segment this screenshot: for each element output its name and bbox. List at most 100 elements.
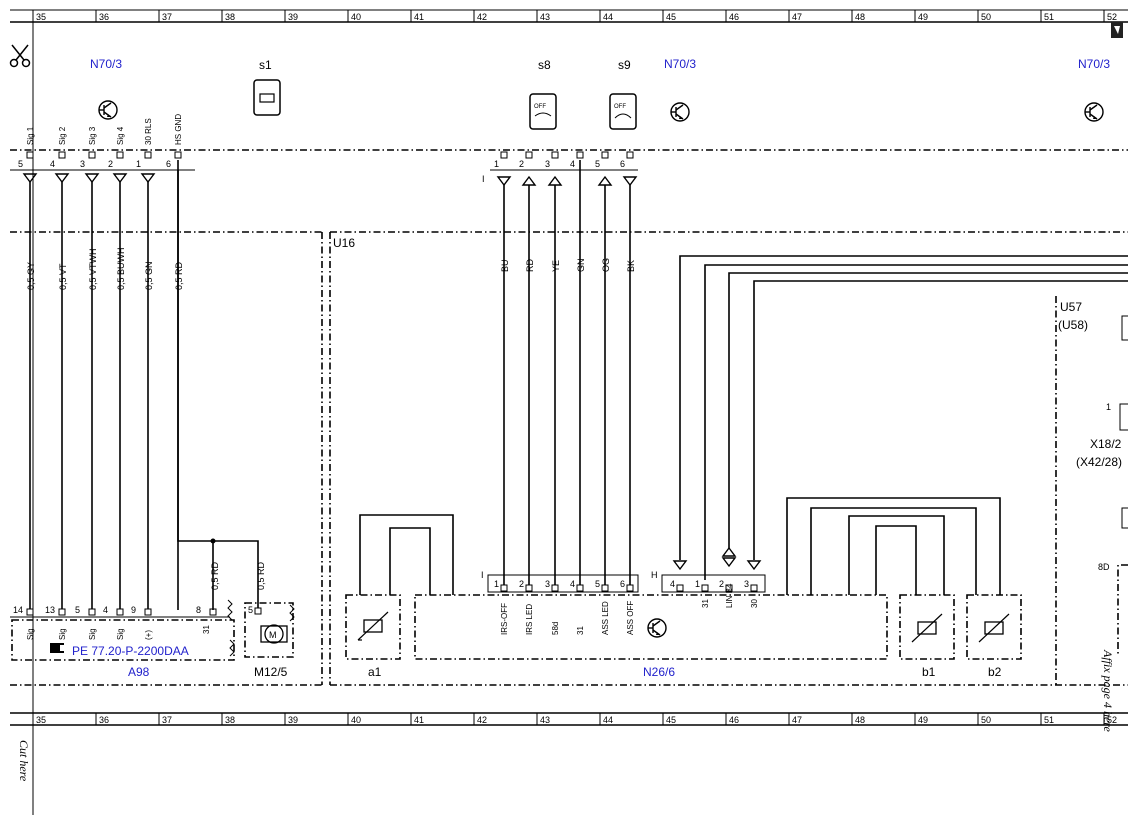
pin-socket xyxy=(525,584,533,592)
wire-label: 0,5 GY xyxy=(26,262,36,290)
bot-grid-number: 38 xyxy=(225,715,235,725)
bot-grid-number: 35 xyxy=(36,715,46,725)
bot-grid-number: 42 xyxy=(477,715,487,725)
m12-motor-letter: M xyxy=(269,630,277,640)
n26-i-pin-number: 5 xyxy=(595,579,600,589)
n26-module: N26/6 xyxy=(414,594,888,679)
pin-socket xyxy=(88,151,96,159)
bot-grid-number: 50 xyxy=(981,715,991,725)
top-grid-number: 43 xyxy=(540,12,550,22)
top-grid-number: 48 xyxy=(855,12,865,22)
left-signal-label: Sig 1 xyxy=(26,126,35,145)
ecu-icon-mid xyxy=(670,102,690,122)
bot-grid-number: 47 xyxy=(792,715,802,725)
bot-grid-number: 39 xyxy=(288,715,298,725)
s8-switch-icon: OFF xyxy=(529,93,557,130)
mid-pin-number: 3 xyxy=(545,159,550,169)
pin-socket xyxy=(116,151,124,159)
sensor-a1-label: a1 xyxy=(368,665,382,679)
arrow-down-icon xyxy=(497,176,511,186)
top-grid-number: 46 xyxy=(729,12,739,22)
m12-wire-rd: 0,5 RD xyxy=(256,561,266,590)
pin-socket xyxy=(551,151,559,159)
n26-label: N26/6 xyxy=(643,665,675,679)
pin-socket xyxy=(144,608,152,616)
a98-signal: Sig xyxy=(116,628,125,640)
left-signal-label: Sig 2 xyxy=(58,126,67,145)
page-corner-icon xyxy=(1111,22,1123,38)
a98-signal: Sig xyxy=(26,628,35,640)
n26-h-pin-number: 3 xyxy=(744,579,749,589)
n26-h-pin-number: 2 xyxy=(719,579,724,589)
pin-socket xyxy=(701,584,709,592)
n26-i-pin-number: 4 xyxy=(570,579,575,589)
n26-i-signal: ASS OFF xyxy=(626,601,635,635)
mid-pin-number: 6 xyxy=(620,159,625,169)
pin-socket xyxy=(116,608,124,616)
a98-reference: PE 77.20-P-2200DAA xyxy=(72,644,189,658)
arrow-up-icon xyxy=(522,176,536,186)
arrow-up-icon xyxy=(598,176,612,186)
sensor-b1: b1 xyxy=(899,594,955,679)
arrow-down-icon xyxy=(113,173,127,183)
x18-label: X18/2 xyxy=(1090,437,1122,451)
wire-color-label: BK xyxy=(626,260,636,272)
s1-label: s1 xyxy=(259,58,272,72)
pin-socket xyxy=(500,584,508,592)
pin-socket xyxy=(626,151,634,159)
wire-label: 0,5 VT xyxy=(58,263,68,290)
n26-i-signal: 31 xyxy=(576,626,585,635)
pin-socket xyxy=(26,151,34,159)
s9-switch-icon: OFF xyxy=(609,93,637,130)
n26-i-pin-number: 3 xyxy=(545,579,550,589)
u16-label: U16 xyxy=(333,236,355,250)
top-grid-number: 39 xyxy=(288,12,298,22)
n70-label-left: N70/3 xyxy=(90,57,122,71)
wire-label: 0,5 BUWH xyxy=(116,247,126,290)
pin-socket xyxy=(58,151,66,159)
n26-i-pin-number: 1 xyxy=(494,579,499,589)
sensor-b1-label: b1 xyxy=(922,665,936,679)
n70-label-mid: N70/3 xyxy=(664,57,696,71)
n26-i-signal: ASS LED xyxy=(601,601,610,635)
pin-socket xyxy=(26,608,34,616)
bot-grid-number: 49 xyxy=(918,715,928,725)
s9-label: s9 xyxy=(618,58,631,72)
mid-pin-number: 4 xyxy=(570,159,575,169)
pin-socket xyxy=(500,151,508,159)
n26-h-signal: 30 xyxy=(750,599,759,608)
pin-socket xyxy=(750,584,758,592)
a98-pin-number: 9 xyxy=(131,605,136,615)
left-pin-number: 4 xyxy=(50,159,55,169)
pin-socket xyxy=(676,584,684,592)
u57-label: U57 xyxy=(1060,300,1082,314)
sensor-b2-label: b2 xyxy=(988,665,1002,679)
h-bus-wires xyxy=(673,255,1128,580)
sensor-b2: b2 xyxy=(966,594,1022,679)
n26-h-pin-number: 1 xyxy=(695,579,700,589)
left-signal-label: HS GND xyxy=(174,114,183,145)
bot-grid-number: 41 xyxy=(414,715,424,725)
top-grid-number: 44 xyxy=(603,12,613,22)
a98-label: A98 xyxy=(128,665,150,679)
wire-color-label: GN xyxy=(576,259,586,273)
bot-grid-number: 40 xyxy=(351,715,361,725)
n26-h-signal: 31 xyxy=(701,599,710,608)
mid-pin-number: 2 xyxy=(519,159,524,169)
mid-pin-number: 1 xyxy=(494,159,499,169)
left-pin-number: 1 xyxy=(136,159,141,169)
left-pin-number: 3 xyxy=(80,159,85,169)
top-grid-number: 45 xyxy=(666,12,676,22)
m12-motor: 0,5 RD 0,5 RD 5 M M12/5 xyxy=(177,170,295,679)
pin-socket xyxy=(626,584,634,592)
top-grid-number: 42 xyxy=(477,12,487,22)
left-pin-number: 5 xyxy=(18,159,23,169)
pin-socket xyxy=(88,608,96,616)
pin-socket xyxy=(576,151,584,159)
